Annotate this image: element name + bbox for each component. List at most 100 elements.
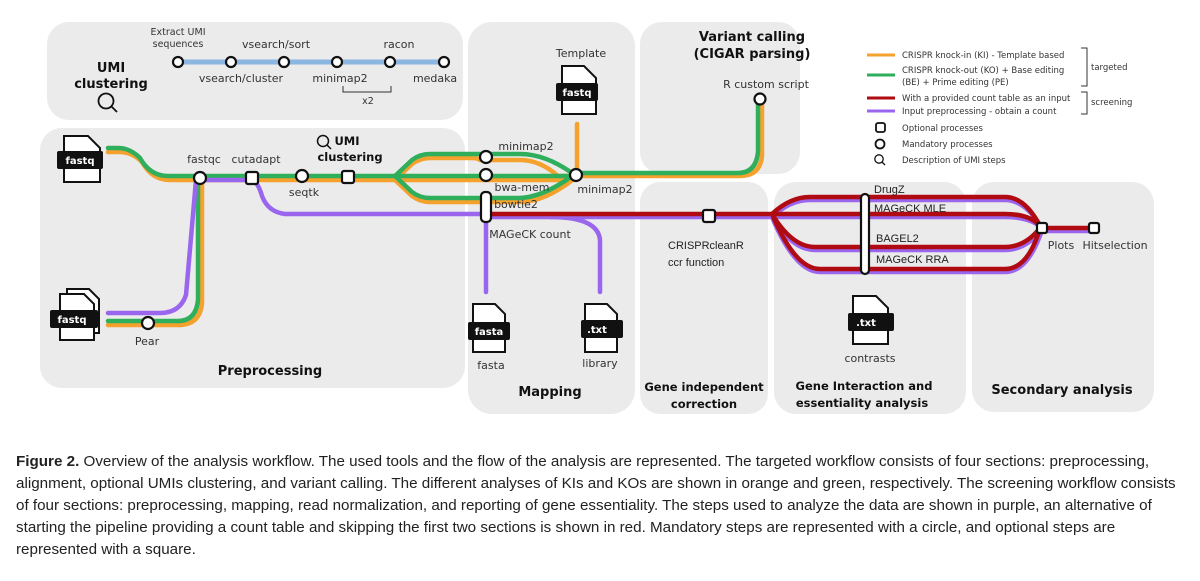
label-racon: racon [383,38,414,51]
preprocessing-title: Preprocessing [218,364,322,379]
file-icon-fastq-input: fastq [57,135,103,183]
legend-label-ki: CRISPR knock-in (KI) - Template based [902,51,1064,61]
node-bwa-mem[interactable] [478,167,494,183]
node-crisprcleanr[interactable] [701,208,717,224]
legend-label-count-table: With a provided count table as an input [902,94,1071,104]
legend-label-umi-steps: Description of UMI steps [902,156,1006,166]
label-pear: Pear [135,335,160,348]
file-icon-fastq-paired: fastq [50,288,100,341]
label-crisprcleanr-2: ccr function [668,257,724,269]
node-fastqc[interactable] [192,170,208,186]
svg-text:fastq: fastq [563,88,592,99]
secondary-analysis-title: Secondary analysis [991,383,1132,398]
svg-text:fastq: fastq [66,156,95,167]
umi-panel-title-2: clustering [74,77,148,92]
legend-label-optional: Optional processes [902,124,984,134]
magnifier-icon [316,134,332,150]
legend-bracket-screening [1081,91,1088,115]
purple-line-library [547,214,603,295]
legend: CRISPR knock-in (KI) - Template based CR… [867,47,1132,166]
label-bowtie2: bowtie2 [494,198,538,211]
node-r-custom-script[interactable] [753,92,767,106]
label-umi-inline-1: UMI [334,134,359,148]
magnifier-icon [874,154,886,166]
svg-text:.txt: .txt [587,325,607,336]
legend-group-targeted: targeted [1091,63,1127,73]
label-mageck-count: MAGeCK count [489,228,571,241]
node-vsearch-sort[interactable] [277,55,291,69]
purple-line-paired-in [105,177,199,316]
node-seqtk[interactable] [294,168,310,184]
panel-umi-clustering [47,22,463,120]
gene-independent-title-2: correction [671,397,737,411]
legend-bracket-targeted [1081,47,1088,87]
circle-node-icon [874,138,886,150]
label-bwa-mem: bwa-mem [495,181,550,194]
node-racon[interactable] [383,55,397,69]
node-umi-clustering[interactable] [340,169,356,185]
legend-label-ko-2: (BE) + Prime editing (PE) [902,78,1009,88]
workflow-diagram: UMI clustering Preprocessing Mapping Var… [40,22,1154,414]
label-library: library [582,357,618,370]
orange-line-pear [105,179,205,328]
label-vsearch-cluster: vsearch/cluster [199,72,284,85]
label-drugz: DrugZ [874,184,905,196]
umi-panel-title-1: UMI [97,61,125,76]
node-pear[interactable] [140,315,156,331]
label-extract-2: sequences [153,39,204,50]
label-minimap2-top: minimap2 [498,140,553,153]
label-r-custom-script: R custom script [723,78,809,91]
label-medaka: medaka [413,72,457,85]
gene-independent-title-1: Gene independent [644,380,764,394]
gene-interaction-title-2: essentiality analysis [796,396,928,410]
square-node-icon [875,122,886,133]
green-line-pear [105,177,201,324]
repeat-bracket [342,86,392,93]
file-icon-library: .txt [581,303,623,353]
panel-secondary-analysis [972,182,1154,412]
node-analysis-bar[interactable] [859,192,871,276]
label-bagel2: BAGEL2 [876,233,919,245]
svg-text:fastq: fastq [58,315,87,326]
legend-label-preprocessing: Input preprocessing - obtain a count [902,107,1057,117]
node-minimap2-top[interactable] [478,149,494,165]
label-repeat-x2: x2 [362,96,374,107]
node-minimap2-merge[interactable] [568,167,584,183]
figure-caption: Figure 2. Overview of the analysis workf… [16,451,1186,561]
label-fasta: fasta [477,359,504,372]
label-mageck-rra: MAGeCK RRA [876,254,949,266]
label-umi-inline-2: clustering [317,150,382,164]
label-fastqc: fastqc [187,153,221,166]
node-cutadapt[interactable] [244,170,260,186]
node-plots[interactable] [1035,221,1049,235]
node-hitselection[interactable] [1087,221,1101,235]
magnifier-icon [97,92,118,113]
svg-text:fasta: fasta [475,327,504,338]
label-contrasts: contrasts [844,352,895,365]
node-medaka[interactable] [437,55,451,69]
mapping-title: Mapping [518,385,581,400]
panel-preprocessing [40,128,465,388]
node-umi-minimap2[interactable] [330,55,344,69]
label-vsearch-sort: vsearch/sort [242,38,311,51]
label-mageck-mle: MAGeCK MLE [874,203,946,215]
label-extract-1: Extract UMI [151,27,206,38]
green-line-low [392,173,575,201]
legend-label-mandatory: Mandatory processes [902,140,993,150]
panel-gene-independent [640,182,768,414]
file-icon-fastq-template: fastq [556,65,598,115]
node-extract-umi[interactable] [171,55,185,69]
variant-title-2: (CIGAR parsing) [694,47,811,62]
file-icon-contrasts: .txt [848,295,894,345]
svg-text:.txt: .txt [856,318,876,329]
label-minimap2-merge: minimap2 [577,183,632,196]
gene-interaction-title-1: Gene Interaction and [796,379,933,393]
label-umi-minimap2: minimap2 [312,72,367,85]
legend-label-ko-1: CRISPR knock-out (KO) + Base editing [902,66,1064,76]
variant-title-1: Variant calling [699,30,805,45]
green-line-main [105,97,761,179]
label-hitselection: Hitselection [1082,239,1147,252]
node-bowtie2-mageck-count[interactable] [479,190,493,224]
label-plots: Plots [1048,239,1075,252]
node-vsearch-cluster[interactable] [224,55,238,69]
